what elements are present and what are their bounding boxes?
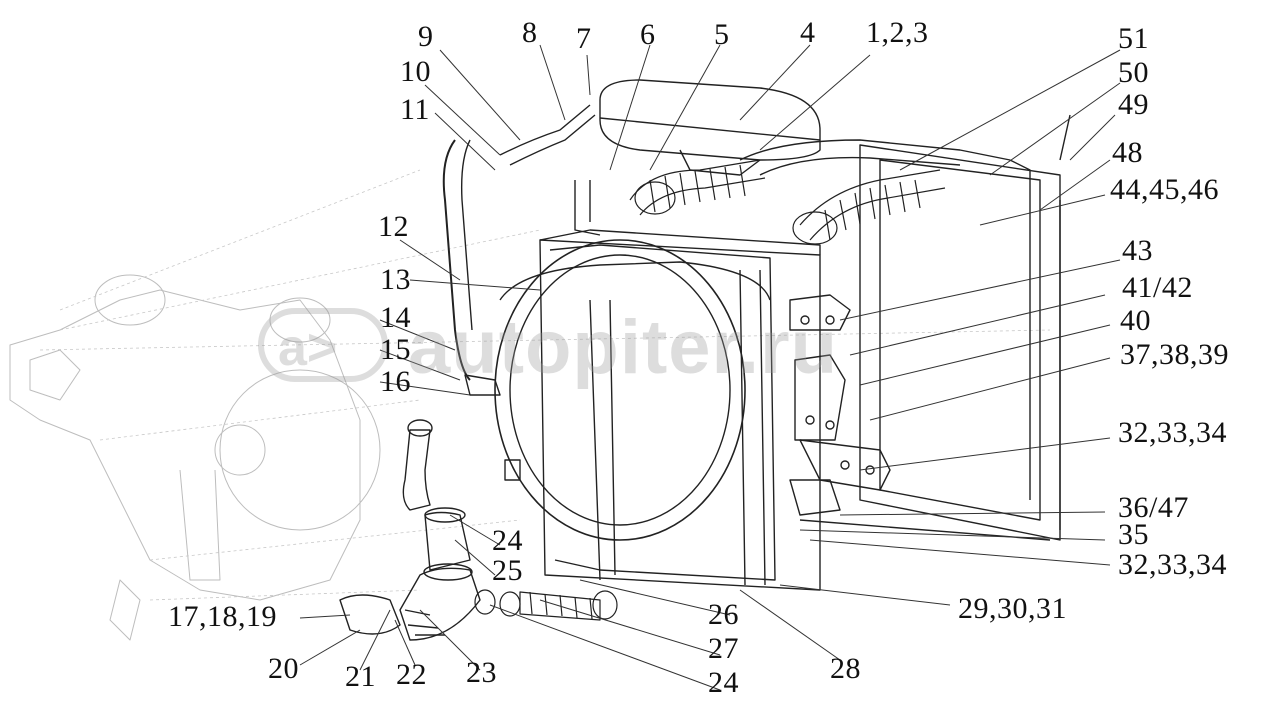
callout-29-30-31: 29,30,31	[958, 592, 1067, 625]
watermark-logo-text: a>	[278, 319, 338, 377]
callout-32-33-34-upper: 32,33,34	[1118, 416, 1227, 449]
callout-44-45-46: 44,45,46	[1110, 173, 1219, 206]
callout-37-38-39: 37,38,39	[1120, 338, 1229, 371]
callout-13: 13	[380, 263, 411, 296]
callout-1-2-3: 1,2,3	[866, 16, 929, 49]
expansion-tank	[599, 79, 821, 161]
watermark-text: autopiter.ru	[408, 305, 839, 390]
lower-hose	[402, 429, 431, 511]
callout-17-18-19: 17,18,19	[168, 600, 277, 633]
callout-4: 4	[800, 16, 816, 49]
radiator	[539, 239, 821, 591]
callout-49: 49	[1118, 88, 1149, 121]
callout-24-lower: 24	[708, 666, 739, 699]
callout-36-47: 36/47	[1118, 491, 1189, 524]
watermark: a> autopiter.ru	[258, 298, 998, 390]
callout-48: 48	[1112, 136, 1143, 169]
watermark-logo: a>	[258, 308, 388, 382]
charge-air-cooler	[859, 144, 1061, 541]
charge-air-hose-left	[629, 159, 766, 216]
callout-20: 20	[268, 652, 299, 685]
callout-51: 51	[1118, 22, 1149, 55]
callout-32-33-34-lower: 32,33,34	[1118, 548, 1227, 581]
engine-outline	[9, 274, 381, 641]
callout-12: 12	[378, 210, 409, 243]
callout-50: 50	[1118, 56, 1149, 89]
callout-14: 14	[380, 301, 411, 334]
lower-pipe	[424, 511, 471, 571]
callout-22: 22	[396, 658, 427, 691]
callout-9: 9	[418, 20, 434, 53]
callout-6: 6	[640, 18, 656, 51]
clamp	[339, 594, 401, 635]
callout-8: 8	[522, 16, 538, 49]
callout-35: 35	[1118, 518, 1149, 551]
callout-10: 10	[400, 55, 431, 88]
callout-11: 11	[400, 93, 430, 126]
callout-25: 25	[492, 554, 523, 587]
callout-16: 16	[380, 365, 411, 398]
fan-shroud	[494, 239, 746, 541]
elbow-pipe	[399, 567, 481, 641]
callout-24-upper: 24	[492, 524, 523, 557]
callout-41-42: 41/42	[1122, 271, 1193, 304]
leader-lines	[299, 44, 1121, 691]
callout-7: 7	[576, 22, 592, 55]
callout-28: 28	[830, 652, 861, 685]
callout-27: 27	[708, 632, 739, 665]
charge-air-hose-right	[792, 169, 946, 245]
callout-26: 26	[708, 598, 739, 631]
dotted-guides	[39, 169, 1051, 601]
callout-21: 21	[345, 660, 376, 693]
lower-corrugated-hose	[474, 589, 618, 621]
callout-40: 40	[1120, 304, 1151, 337]
callout-23: 23	[466, 656, 497, 689]
callout-5: 5	[714, 18, 730, 51]
mounting-brackets	[789, 294, 891, 516]
callout-15: 15	[380, 333, 411, 366]
callout-43: 43	[1122, 234, 1153, 267]
